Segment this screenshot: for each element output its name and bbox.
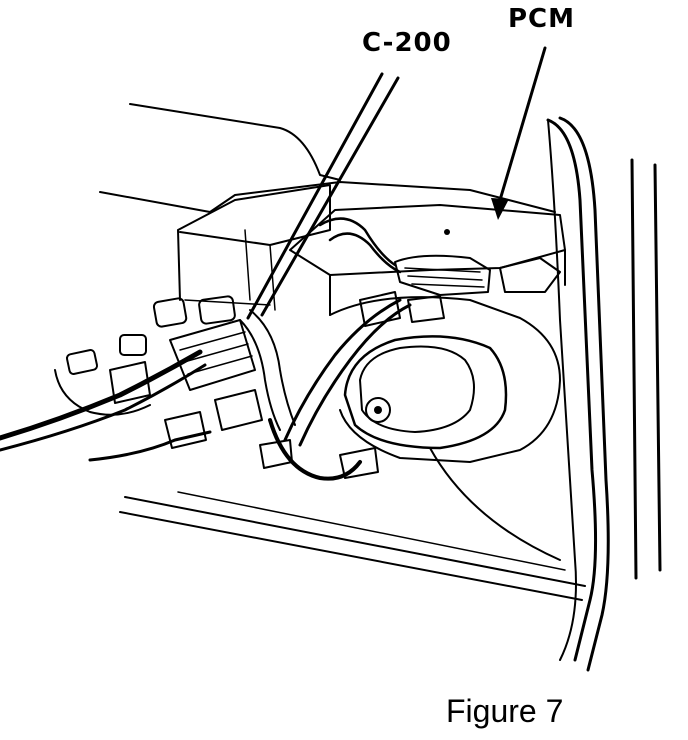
c200-callout-label: C-200 <box>362 28 452 58</box>
dash-panel <box>99 103 556 311</box>
wiring-harness <box>0 217 412 481</box>
motor-hub <box>365 397 391 423</box>
pcm-module <box>289 204 566 316</box>
blower-motor-housing <box>329 296 561 561</box>
pcm-arrowhead <box>491 198 509 220</box>
c200-connector-cluster <box>65 291 445 479</box>
pcm-callout-label: PCM <box>508 4 576 34</box>
floor-sill-lines <box>119 491 586 601</box>
leader-lines <box>246 46 547 320</box>
body-panel-edges <box>546 116 662 672</box>
figure-caption: Figure 7 <box>446 693 564 729</box>
pcm-mounting-hole <box>444 229 450 235</box>
